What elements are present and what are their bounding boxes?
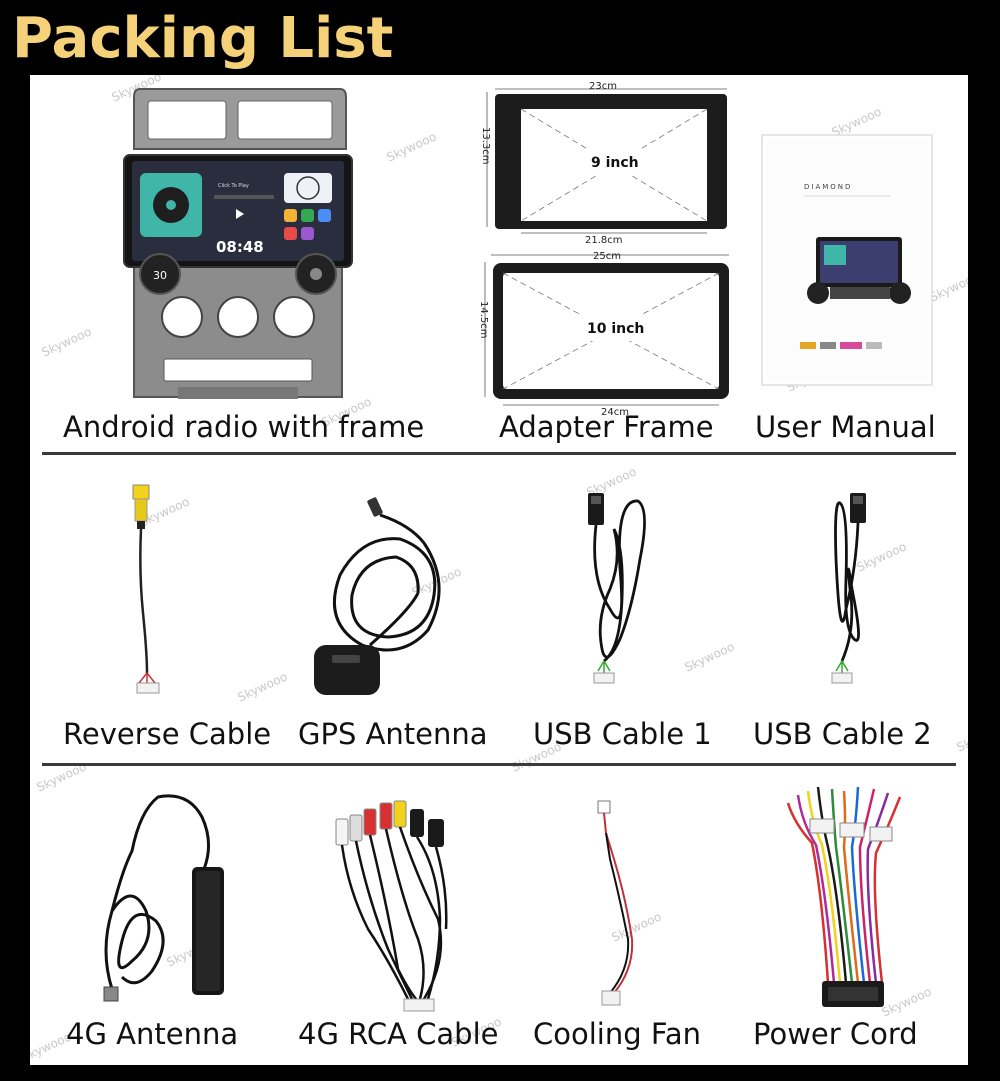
item-label-usb-cable-1: USB Cable 1 — [533, 717, 712, 751]
rca-cable-icon — [335, 800, 448, 1012]
android-radio-icon: Click To Play 08:48 30 — [123, 88, 353, 399]
item-label-4g-rca-cable: 4G RCA Cable — [298, 1017, 499, 1051]
item-label-usb-cable-2: USB Cable 2 — [753, 717, 932, 751]
watermark: Skywooo — [235, 669, 290, 705]
manual-brand: DIAMOND — [804, 183, 852, 191]
reverse-cable-icon — [132, 484, 160, 694]
dim-large-height: 14.5cm — [478, 301, 489, 339]
page-title: Packing List — [12, 6, 394, 71]
adapter-frame-icon: 23cm 13.3cm 9 inch 21.8cm 25cm 14.5cm 10… — [478, 81, 729, 417]
user-manual-icon: DIAMOND — [761, 134, 933, 386]
screen-time: 08:48 — [216, 238, 264, 256]
item-label-cooling-fan: Cooling Fan — [533, 1017, 702, 1051]
item-label-gps-antenna: GPS Antenna — [298, 717, 488, 751]
row-divider — [42, 452, 956, 455]
temp-text: 30 — [153, 269, 167, 282]
frame-small-size: 9 inch — [591, 155, 639, 171]
power-cord-icon — [786, 786, 902, 1007]
dim-small-width: 23cm — [589, 81, 617, 92]
cooling-fan-icon — [597, 800, 634, 1006]
gps-antenna-icon — [314, 497, 441, 695]
item-label-power-cord: Power Cord — [753, 1017, 918, 1051]
dim-large-bottom: 24cm — [601, 407, 629, 417]
4g-antenna-icon — [103, 794, 224, 1002]
item-label-4g-antenna: 4G Antenna — [66, 1017, 239, 1051]
dim-large-width: 25cm — [593, 251, 621, 262]
row-divider — [42, 763, 956, 766]
item-label-reverse-cable: Reverse Cable — [63, 717, 272, 751]
now-playing-text: Click To Play — [218, 183, 249, 189]
usb-cable-icon — [588, 493, 646, 684]
frame-large-size: 10 inch — [587, 321, 644, 337]
item-label-android-radio: Android radio with frame — [63, 410, 425, 444]
watermark: Skywooo — [954, 719, 968, 755]
dim-small-bottom: 21.8cm — [585, 235, 623, 246]
item-label-user-manual: User Manual — [755, 410, 936, 444]
dim-small-height: 13.3cm — [480, 127, 491, 165]
item-label-adapter-frame: Adapter Frame — [499, 410, 714, 444]
usb-cable-icon — [831, 493, 866, 684]
watermark: Skywooo — [39, 324, 94, 360]
packing-list-panel: Skywooo Skywooo Skywooo Skywooo Skywooo … — [30, 75, 968, 1065]
watermark: Skywooo — [682, 639, 737, 675]
watermark: Skywooo — [384, 129, 439, 165]
